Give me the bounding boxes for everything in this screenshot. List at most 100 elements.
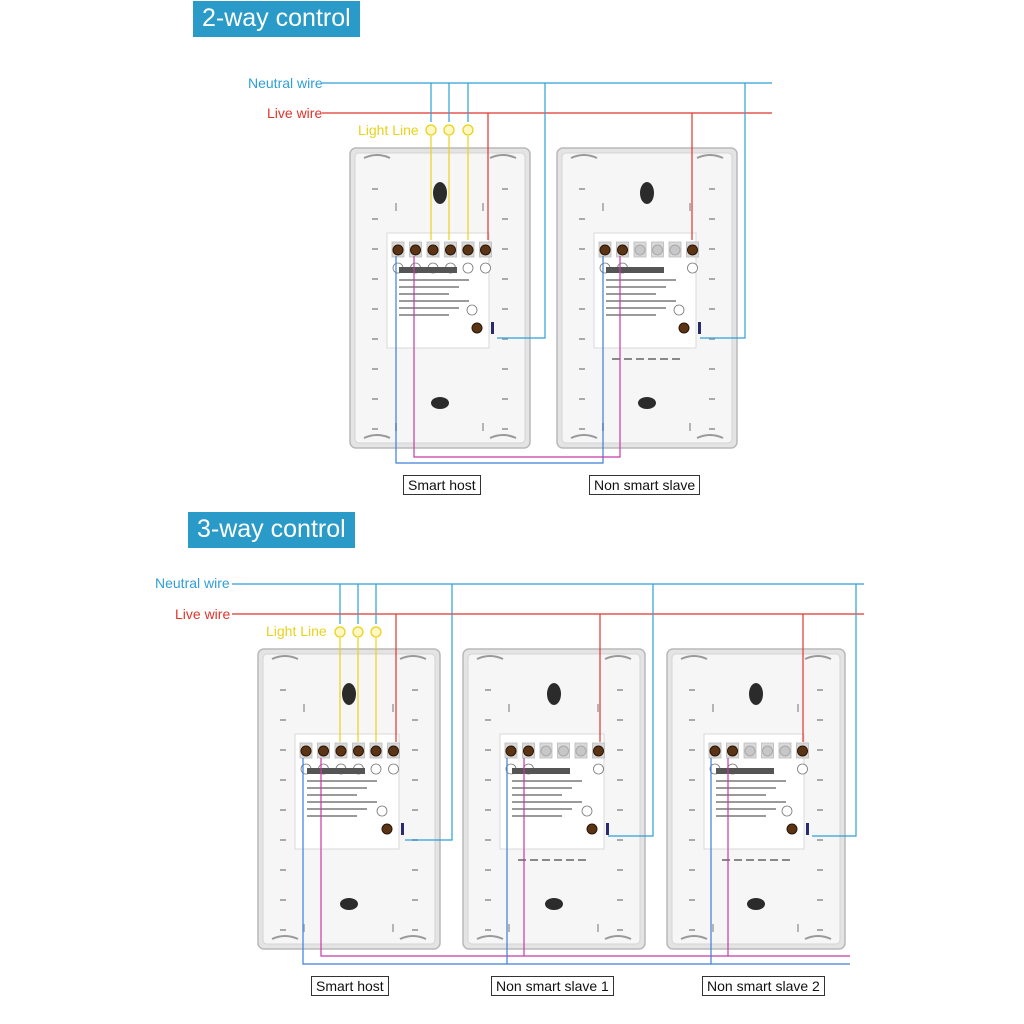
label-text-line bbox=[716, 780, 786, 782]
three-way-traveler-a bbox=[320, 758, 850, 957]
rib-mark bbox=[502, 278, 508, 280]
rib-mark bbox=[617, 929, 623, 931]
bulb-icon bbox=[462, 124, 474, 136]
corner-clip bbox=[604, 655, 632, 660]
terminal-label-ring bbox=[388, 763, 399, 775]
vent-mark bbox=[770, 859, 778, 861]
rib-mark bbox=[372, 428, 378, 430]
corner-clip bbox=[804, 935, 832, 940]
terminal-screw bbox=[335, 745, 347, 757]
mount-slot bbox=[433, 182, 447, 204]
rib-mark bbox=[617, 779, 623, 781]
rib-mark bbox=[817, 779, 823, 781]
vent-mark bbox=[782, 859, 790, 861]
rib-mark bbox=[485, 869, 491, 871]
label-text-line bbox=[307, 794, 357, 796]
vent-mark bbox=[578, 859, 586, 861]
three-way-live-label: Live wire bbox=[175, 606, 231, 622]
vent-mark bbox=[660, 358, 668, 360]
n-terminal-screw bbox=[678, 322, 690, 334]
corner-clip bbox=[271, 935, 299, 940]
rib-mark bbox=[502, 368, 508, 370]
label-text-line bbox=[606, 307, 666, 309]
mount-slot bbox=[749, 683, 763, 705]
mount-slot bbox=[545, 898, 563, 910]
label-text-line bbox=[307, 787, 367, 789]
terminal-screw bbox=[687, 244, 698, 256]
n-terminal-screw bbox=[381, 823, 393, 835]
rib-mark bbox=[485, 689, 491, 691]
rib-mark bbox=[817, 899, 823, 901]
rib-mark bbox=[617, 689, 623, 691]
two-way-traveler-a bbox=[413, 256, 621, 458]
vent-mark bbox=[542, 859, 550, 861]
terminal-label-ring bbox=[797, 763, 808, 775]
rib-mark bbox=[412, 869, 418, 871]
terminal-screw bbox=[669, 244, 681, 256]
vent-mark bbox=[758, 859, 766, 861]
vent-mark bbox=[530, 859, 538, 861]
rib-mark bbox=[485, 809, 491, 811]
mount-slot bbox=[640, 182, 654, 204]
rib-mark bbox=[597, 924, 599, 932]
terminal-screw bbox=[388, 745, 399, 757]
rib-mark bbox=[709, 428, 715, 430]
n-terminal-screw bbox=[786, 823, 798, 835]
rib-mark bbox=[689, 203, 691, 211]
label-text-line bbox=[307, 815, 357, 817]
terminal-screw bbox=[523, 745, 534, 757]
label-text-line bbox=[512, 801, 582, 803]
terminal-screw bbox=[779, 745, 791, 757]
terminal-screw bbox=[300, 745, 312, 757]
mount-slot bbox=[747, 898, 765, 910]
two-way-traveler-b bbox=[395, 256, 604, 464]
corner-clip bbox=[680, 655, 708, 660]
label-text-line bbox=[606, 286, 666, 288]
corner-clip bbox=[696, 154, 724, 159]
bulb-icon bbox=[443, 124, 455, 136]
rib-mark bbox=[579, 368, 585, 370]
three-way-slave1-plate bbox=[462, 648, 646, 950]
two-way-title: 2-way control bbox=[193, 1, 360, 37]
two-way-slave-neutral bbox=[700, 83, 746, 339]
rib-mark bbox=[579, 218, 585, 220]
rib-mark bbox=[797, 704, 799, 712]
label-text-line bbox=[399, 286, 459, 288]
rib-mark bbox=[508, 924, 510, 932]
three-way-traveler-b bbox=[302, 758, 850, 965]
n-terminal-clip bbox=[698, 322, 701, 334]
terminal-screw bbox=[744, 745, 756, 757]
brand-mark bbox=[606, 267, 664, 273]
corner-clip bbox=[804, 655, 832, 660]
label-text-line bbox=[606, 293, 656, 295]
vent-mark bbox=[636, 358, 644, 360]
rib-mark bbox=[280, 749, 286, 751]
rib-mark bbox=[395, 203, 397, 211]
rib-mark bbox=[485, 779, 491, 781]
vent-mark bbox=[648, 358, 656, 360]
rib-mark bbox=[502, 398, 508, 400]
label-text-line bbox=[399, 314, 449, 316]
rib-mark bbox=[372, 218, 378, 220]
three-way-slave2-plate bbox=[666, 648, 846, 950]
rib-mark bbox=[280, 719, 286, 721]
label-text-line bbox=[307, 780, 377, 782]
n-terminal-screw bbox=[586, 823, 598, 835]
rib-mark bbox=[709, 308, 715, 310]
two-way-light-label: Light Line bbox=[358, 122, 419, 138]
rib-mark bbox=[597, 704, 599, 712]
brand-mark bbox=[716, 768, 774, 774]
rib-mark bbox=[502, 308, 508, 310]
label-text-line bbox=[716, 787, 776, 789]
corner-clip bbox=[271, 655, 299, 660]
corner-clip bbox=[570, 154, 598, 159]
brand-mark bbox=[307, 768, 365, 774]
label-text-line bbox=[307, 808, 367, 810]
rib-mark bbox=[709, 368, 715, 370]
rib-mark bbox=[617, 809, 623, 811]
brand-mark bbox=[399, 267, 457, 273]
mount-slot bbox=[638, 397, 656, 409]
vent-mark bbox=[624, 358, 632, 360]
terminal-screw bbox=[593, 745, 604, 757]
rib-mark bbox=[485, 749, 491, 751]
